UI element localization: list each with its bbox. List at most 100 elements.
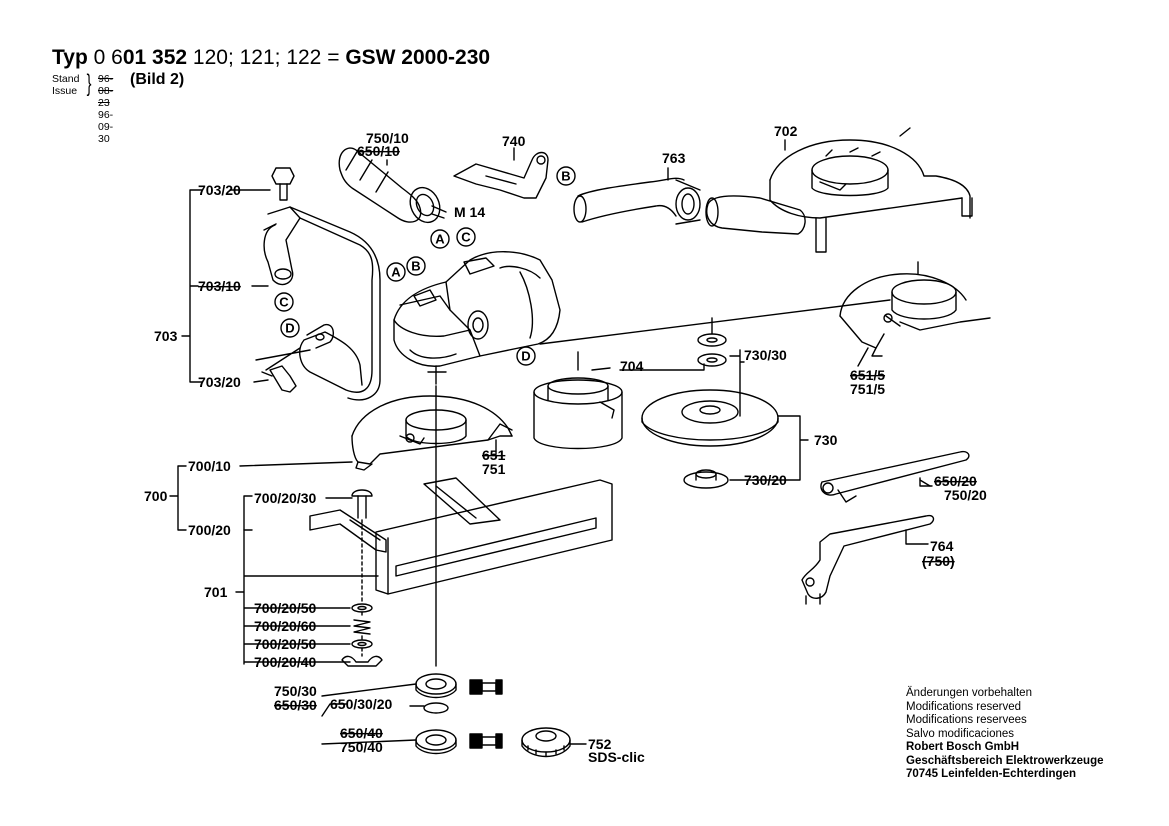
- spanner-650-20-drawing: [820, 450, 970, 503]
- stand-issue-block: Stand Issue } 96-08-23 96-09-30: [52, 72, 113, 146]
- letter-A-handle: A: [435, 232, 445, 247]
- leader-650-20: [919, 477, 933, 487]
- footer-line-1: Änderungen vorbehalten: [906, 687, 1032, 699]
- typ-number-prefix: 0 6: [93, 46, 123, 69]
- footer-address: 70745 Leinfelden-Echterdingen: [906, 768, 1076, 780]
- bild-label: (Bild 2): [130, 71, 185, 88]
- label-730: 730: [814, 432, 838, 448]
- wingnut-700-20-40-drawing: [341, 655, 383, 667]
- letter-B-bracket: B: [561, 169, 570, 184]
- bracket-703: [181, 189, 203, 383]
- label-703-20-bottom: 703/20: [198, 374, 241, 390]
- label-763: 763: [662, 150, 686, 166]
- guard-651-5-drawing: [839, 261, 991, 357]
- label-700-20-40: 700/20/40: [254, 654, 316, 670]
- typ-variants: 120; 121; 122: [192, 46, 322, 69]
- brace-glyph: }: [86, 70, 92, 97]
- label-m14: M 14: [454, 204, 485, 220]
- bow-handle-drawing: [261, 167, 381, 401]
- angle-grinder-drawing: [393, 251, 561, 385]
- label-740: 740: [502, 133, 526, 149]
- label-702: 702: [774, 123, 798, 139]
- sds-clic-nut-752-drawing: [521, 727, 571, 758]
- label-700: 700: [144, 488, 168, 504]
- disc-730-drawing: [641, 389, 779, 447]
- label-700-20-60: 700/20/60: [254, 618, 316, 634]
- label-700-20-30: 700/20/30: [254, 490, 316, 506]
- label-651-5: 651/5: [850, 367, 885, 383]
- dash-line-grinder: [539, 299, 891, 345]
- flange-730-20-drawing: [683, 469, 729, 489]
- letter-circles: [274, 166, 576, 366]
- footer-line-2: Modifications reserved: [906, 700, 1022, 713]
- label-751: 751: [482, 461, 506, 477]
- label-730-20: 730/20: [744, 472, 787, 488]
- issue-label: Issue: [52, 85, 78, 97]
- label-750-30: 750/30: [274, 683, 317, 699]
- letter-D-grinder: D: [521, 349, 530, 364]
- label-650-30-20: 650/30/20: [330, 696, 392, 712]
- letter-D-bowhandle: D: [285, 321, 294, 336]
- washer-700-20-50b-drawing: [351, 639, 373, 649]
- washers-730-30-drawing: [697, 317, 727, 367]
- flange-650-40-drawing: [415, 729, 457, 755]
- footer-division: Geschäftsbereich Elektrowerkzeuge: [906, 754, 1104, 767]
- label-700-20-50-b: 700/20/50: [254, 636, 316, 652]
- extraction-hood-702-drawing: [705, 127, 973, 253]
- label-650-30: 650/30: [274, 697, 317, 713]
- bracket-700: [169, 465, 187, 531]
- label-703-10: 703/10: [198, 278, 241, 294]
- label-750-40: 750/40: [340, 739, 383, 755]
- label-750-paren: (750): [922, 553, 955, 569]
- bracket-740-drawing: [453, 147, 549, 199]
- leader-703: [229, 189, 271, 383]
- footer-company: Robert Bosch GmbH: [906, 741, 1020, 753]
- spanner-764-drawing: [801, 514, 935, 605]
- footer-notes: Änderungen vorbehalten Modifications res…: [906, 687, 1104, 782]
- label-700-20-50-a: 700/20/50: [254, 600, 316, 616]
- nut-symbol-icon-2: [469, 733, 503, 749]
- cover-704-drawing: [533, 367, 623, 450]
- leader-D-handle: [255, 347, 311, 371]
- label-700-10: 700/10: [188, 458, 231, 474]
- model-name: GSW 2000-230: [345, 46, 491, 69]
- label-703-20-top: 703/20: [198, 182, 241, 198]
- leader-764: [905, 529, 929, 545]
- label-700-20: 700/20: [188, 522, 231, 538]
- stand-date: 96-08-23: [98, 73, 114, 109]
- bracket-730: [729, 349, 809, 481]
- label-704: 704: [620, 358, 644, 374]
- label-701: 701: [204, 584, 228, 600]
- typ-word: Typ: [52, 46, 88, 69]
- hose-763-drawing: [573, 167, 701, 225]
- label-752: 752: [588, 736, 612, 752]
- spring-700-20-60-drawing: [353, 619, 371, 635]
- issue-date: 96-09-30: [98, 109, 114, 145]
- label-650-10: 650/10: [357, 143, 400, 159]
- label-651: 651: [482, 447, 506, 463]
- bracket-701: [235, 495, 379, 665]
- equals-sign: =: [327, 46, 340, 69]
- cutting-guide-drawing: [309, 477, 613, 595]
- letter-B-grinder: B: [411, 259, 420, 274]
- stand-label: Stand: [52, 73, 80, 85]
- letter-A-grinder: A: [391, 265, 401, 280]
- footer-line-3: Modifications reservees: [906, 714, 1027, 726]
- footer-line-4: Salvo modificaciones: [906, 727, 1015, 740]
- label-703: 703: [154, 328, 178, 344]
- letter-C-bowhandle: C: [279, 295, 289, 310]
- side-handle-drawing: [338, 147, 447, 224]
- leader-700-10: [239, 461, 353, 467]
- oring-650-30-20-drawing: [423, 702, 449, 714]
- bolt-700-20-30-drawing: [351, 489, 373, 519]
- label-650-20: 650/20: [934, 473, 977, 489]
- label-764: 764: [930, 538, 954, 554]
- typ-number-bold: 01 352: [122, 46, 188, 69]
- washer-700-20-50-drawing: [351, 603, 373, 613]
- leaders-bottom: [321, 683, 587, 745]
- leaders-misc: [495, 347, 869, 455]
- type-title: Typ 0 601 352 120; 121; 122 = GSW 2000-2…: [52, 46, 490, 70]
- label-650-40: 650/40: [340, 725, 383, 741]
